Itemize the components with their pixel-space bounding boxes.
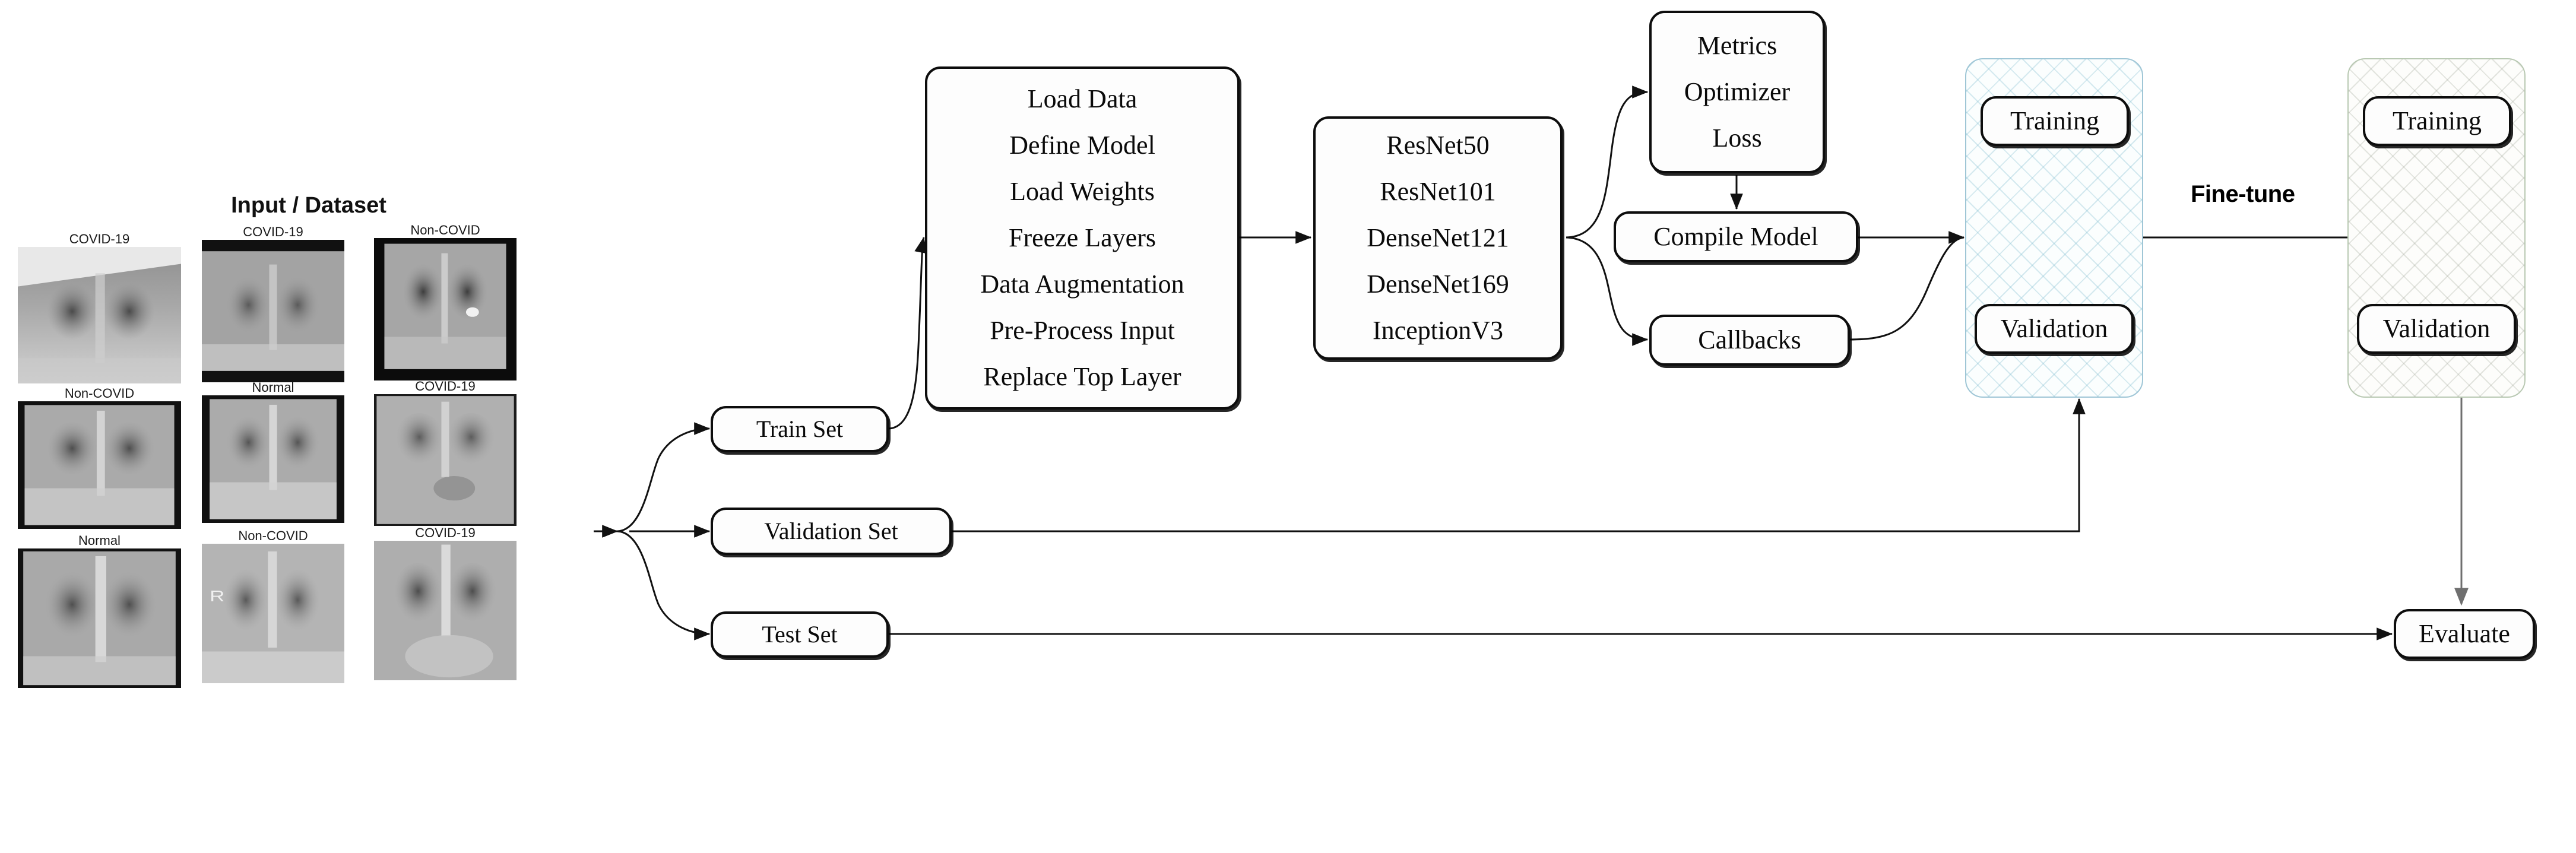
compile-model-label: Compile Model <box>1653 222 1818 252</box>
dataset-title: Input / Dataset <box>231 193 386 218</box>
stage-two-training-box[interactable]: Training <box>2363 96 2511 146</box>
dataset-sample: Non-COVID <box>18 386 181 529</box>
dataset-sample: Normal <box>202 380 344 523</box>
stage-two-validation-box[interactable]: Validation <box>2357 304 2516 354</box>
compile-setting: Loss <box>1712 123 1762 153</box>
sample-label: Non-COVID <box>238 528 308 543</box>
pipeline-step: Load Data <box>1027 84 1138 113</box>
svg-text:R: R <box>210 588 224 605</box>
dataset-panel: Input / Dataset COVID-19 COVID-19 <box>18 190 606 843</box>
sample-label: Non-COVID <box>64 386 135 401</box>
train-set-box[interactable]: Train Set <box>711 406 889 452</box>
chest-xray-image <box>202 395 344 523</box>
sample-label: COVID-19 <box>69 232 130 246</box>
stage-one-training-box[interactable]: Training <box>1981 96 2129 146</box>
fine-tune-label: Fine-tune <box>2191 181 2295 207</box>
model-name: DenseNet169 <box>1367 269 1509 299</box>
edge-validation-to-stage-one <box>952 398 2086 532</box>
dataset-sample: Non-COVID <box>374 223 517 380</box>
compile-setting: Metrics <box>1697 31 1777 60</box>
sample-label: COVID-19 <box>415 379 476 394</box>
evaluate-box[interactable]: Evaluate <box>2394 609 2535 659</box>
sample-label: Normal <box>252 380 294 395</box>
callbacks-box[interactable]: Callbacks <box>1649 315 1850 366</box>
evaluate-label: Evaluate <box>2419 619 2510 649</box>
sample-label: Normal <box>78 533 121 548</box>
dataset-sample: Normal <box>18 533 181 688</box>
test-set-label: Test Set <box>762 620 838 648</box>
validation-set-box[interactable]: Validation Set <box>711 508 952 555</box>
compile-model-box[interactable]: Compile Model <box>1614 211 1858 262</box>
edge-split-to-test <box>617 530 711 640</box>
dataset-sample: COVID-19 <box>374 525 517 680</box>
stage-one-training-label: Training <box>2010 106 2099 136</box>
sample-label: COVID-19 <box>243 224 303 239</box>
compile-settings-box[interactable]: Metrics Optimizer Loss <box>1649 11 1825 173</box>
edge-train-to-pipeline <box>888 236 927 430</box>
stage-one-validation-box[interactable]: Validation <box>1975 304 2134 354</box>
stage-one-validation-label: Validation <box>2000 314 2108 344</box>
train-set-label: Train Set <box>756 415 844 442</box>
pipeline-step: Freeze Layers <box>1009 223 1156 252</box>
dataset-sample: COVID-19 <box>202 224 344 382</box>
dataset-sample: Non-COVID R <box>202 528 344 683</box>
chest-xray-image <box>18 548 181 688</box>
stage-two-validation-label: Validation <box>2382 314 2491 344</box>
chest-xray-image <box>18 401 181 529</box>
pipeline-step: Pre-Process Input <box>990 316 1175 345</box>
callbacks-label: Callbacks <box>1698 325 1801 355</box>
dataset-sample: COVID-19 <box>18 232 181 383</box>
chest-xray-image <box>374 238 517 380</box>
chest-xray-image <box>374 541 517 680</box>
compile-setting: Optimizer <box>1684 77 1791 106</box>
pipeline-step: Define Model <box>1009 131 1155 160</box>
model-name: InceptionV3 <box>1373 316 1503 345</box>
pipeline-step: Load Weights <box>1010 177 1155 206</box>
chest-xray-image <box>202 240 344 382</box>
test-set-box[interactable]: Test Set <box>711 611 889 658</box>
model-name: ResNet50 <box>1386 131 1490 160</box>
model-name: DenseNet121 <box>1367 223 1509 252</box>
sample-label: Non-COVID <box>410 223 480 237</box>
chest-xray-image: R <box>202 544 344 683</box>
chest-xray-image <box>18 247 181 383</box>
sample-label: COVID-19 <box>415 525 476 540</box>
stage-two-training-label: Training <box>2393 106 2482 136</box>
pipeline-step: Data Augmentation <box>980 269 1184 299</box>
pipeline-step: Replace Top Layer <box>983 362 1181 391</box>
dataset-sample: COVID-19 <box>374 379 517 526</box>
edge-callbacks-to-stage-one <box>1849 236 1965 341</box>
models-box[interactable]: ResNet50 ResNet101 DenseNet121 DenseNet1… <box>1313 116 1563 360</box>
validation-set-label: Validation Set <box>764 517 898 544</box>
chest-xray-image <box>374 394 517 526</box>
model-name: ResNet101 <box>1380 177 1496 206</box>
pipeline-box[interactable]: Load Data Define Model Load Weights Free… <box>925 66 1240 410</box>
edge-split-to-train <box>617 422 711 532</box>
